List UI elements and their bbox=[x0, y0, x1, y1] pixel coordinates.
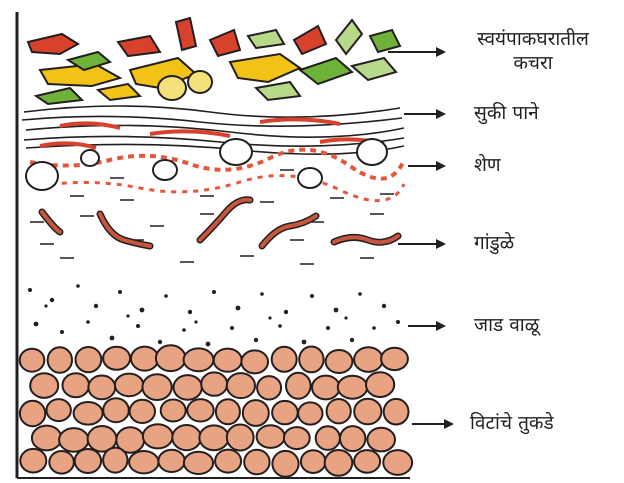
brick-piece bbox=[272, 401, 298, 424]
brick-piece bbox=[354, 347, 383, 372]
brick-piece bbox=[88, 376, 115, 400]
brick-piece bbox=[338, 376, 367, 399]
brick-piece bbox=[381, 348, 408, 370]
label-kitchen-waste: स्वयंपाकघरातील कचरा bbox=[448, 28, 618, 76]
brick-piece bbox=[227, 425, 254, 451]
arrow-coarse-sand bbox=[408, 321, 446, 331]
brick-piece bbox=[284, 427, 310, 449]
arrow-dung bbox=[408, 161, 446, 171]
brick-piece bbox=[367, 428, 395, 452]
brick-pieces-layer bbox=[20, 345, 412, 476]
brick-piece bbox=[325, 450, 353, 476]
brick-piece bbox=[257, 376, 281, 399]
brick-piece bbox=[214, 349, 242, 372]
brick-piece bbox=[103, 347, 130, 370]
earthworms-layer bbox=[30, 200, 398, 264]
brick-piece bbox=[199, 425, 228, 450]
brick-piece bbox=[244, 450, 269, 475]
brick-piece bbox=[20, 449, 46, 473]
brick-piece bbox=[316, 426, 340, 450]
arrow-dry-leaves bbox=[404, 109, 446, 119]
brick-piece bbox=[215, 450, 241, 473]
brick-piece bbox=[187, 399, 213, 421]
brick-piece bbox=[312, 376, 340, 400]
label-earthworms: गांडुळे bbox=[474, 232, 514, 256]
brick-piece bbox=[103, 448, 127, 473]
coarse-sand-layer bbox=[28, 284, 400, 346]
brick-piece bbox=[129, 451, 158, 473]
arrow-brick-pieces bbox=[412, 419, 454, 429]
label-kitchen-waste-line1: स्वयंपाकघरातील bbox=[448, 28, 618, 52]
brick-piece bbox=[143, 374, 172, 400]
brick-piece bbox=[326, 350, 353, 373]
brick-piece bbox=[131, 347, 158, 371]
brick-piece bbox=[272, 451, 298, 477]
kitchen-waste-layer bbox=[28, 18, 400, 104]
label-coarse-sand: जाड वाळू bbox=[474, 314, 539, 338]
brick-piece bbox=[216, 399, 240, 424]
brick-piece bbox=[20, 401, 45, 426]
brick-piece bbox=[227, 373, 255, 398]
brick-piece bbox=[174, 375, 202, 400]
brick-piece bbox=[301, 450, 326, 473]
brick-piece bbox=[156, 345, 186, 371]
brick-piece bbox=[130, 400, 155, 423]
brick-piece bbox=[243, 400, 269, 426]
brick-piece bbox=[143, 424, 173, 448]
brick-piece bbox=[32, 426, 61, 451]
brick-piece bbox=[75, 449, 101, 473]
arrow-kitchen-waste bbox=[388, 47, 446, 57]
brick-piece bbox=[49, 451, 74, 474]
brick-piece bbox=[48, 347, 72, 373]
brick-piece bbox=[184, 452, 213, 474]
brick-piece bbox=[115, 374, 143, 397]
brick-piece bbox=[59, 428, 88, 452]
brick-piece bbox=[158, 450, 184, 472]
brick-piece bbox=[286, 373, 311, 399]
brick-piece bbox=[354, 450, 380, 473]
brick-piece bbox=[299, 347, 323, 373]
dry-leaves-layer bbox=[22, 106, 404, 154]
brick-piece bbox=[241, 350, 268, 373]
label-brick-pieces: विटांचे तुकडे bbox=[470, 412, 554, 436]
brick-piece bbox=[184, 348, 214, 371]
brick-piece bbox=[47, 399, 71, 421]
brick-piece bbox=[272, 347, 297, 372]
brick-piece bbox=[103, 398, 129, 422]
brick-piece bbox=[354, 399, 381, 425]
brick-piece bbox=[384, 399, 409, 425]
label-dry-leaves: सुकी पाने bbox=[474, 102, 539, 126]
brick-piece bbox=[201, 372, 227, 395]
brick-piece bbox=[327, 399, 351, 423]
brick-piece bbox=[340, 426, 365, 451]
brick-piece bbox=[366, 372, 394, 397]
label-dung: शेण bbox=[474, 154, 501, 178]
brick-piece bbox=[63, 373, 90, 397]
brick-piece bbox=[172, 425, 201, 450]
label-kitchen-waste-line2: कचरा bbox=[448, 52, 618, 76]
brick-piece bbox=[298, 402, 322, 424]
brick-piece bbox=[76, 347, 102, 372]
brick-piece bbox=[74, 402, 103, 425]
brick-piece bbox=[20, 349, 45, 372]
brick-piece bbox=[257, 425, 285, 448]
arrow-earthworms bbox=[398, 239, 446, 249]
brick-piece bbox=[161, 400, 186, 422]
brick-piece bbox=[30, 373, 58, 398]
brick-piece bbox=[383, 450, 412, 475]
